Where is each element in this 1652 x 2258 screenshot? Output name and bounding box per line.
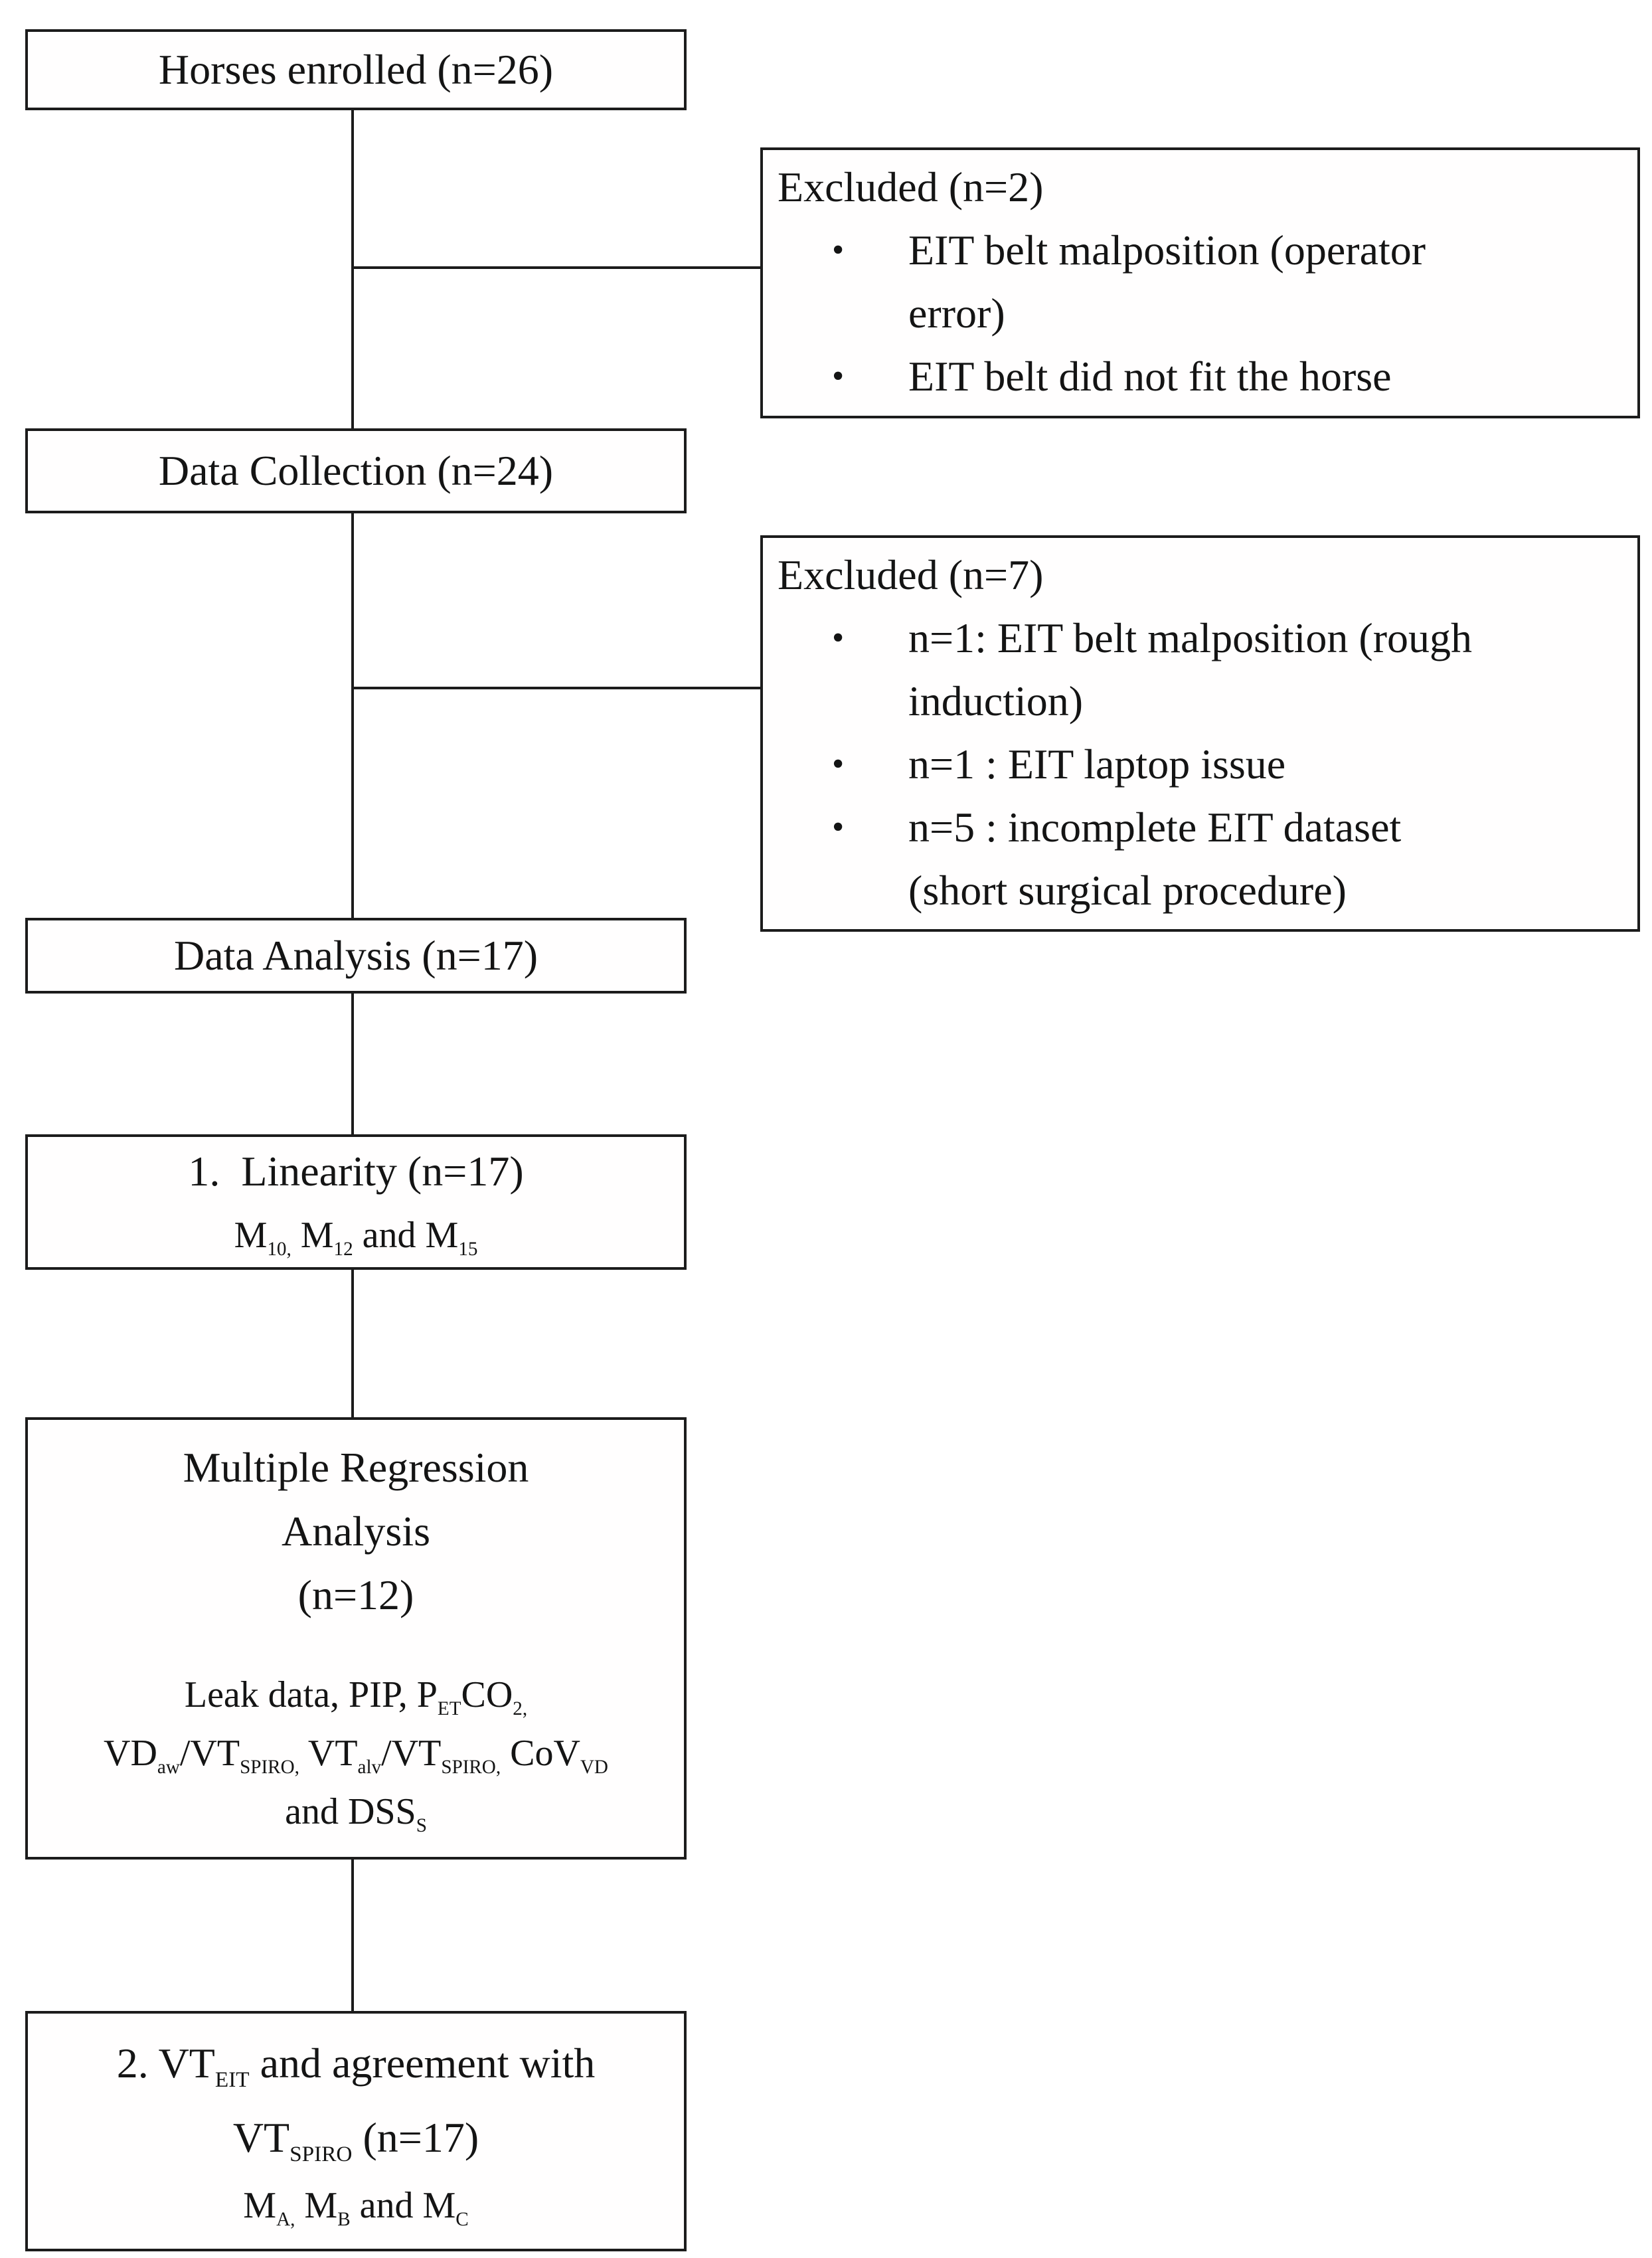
flow-line-linearity-to-regression [351, 1270, 354, 1417]
box-title-line: VTSPIRO (n=17) [232, 2114, 479, 2166]
subscript-text: A, [276, 2209, 295, 2231]
bullet-text: error) [908, 290, 1005, 337]
box-title: Horses enrolled (n=26) [158, 46, 554, 93]
box-title: 1. Linearity (n=17) [188, 1148, 524, 1195]
subscript-text: 12 [333, 1239, 353, 1260]
bullet-text: n=5 : incomplete EIT dataset [908, 804, 1402, 851]
box-data-collection: Data Collection (n=24) [25, 428, 687, 513]
bullet-icon: • [832, 357, 845, 395]
bullet-text: EIT belt malposition (operator [908, 226, 1426, 274]
subscript-text: VD [580, 1757, 608, 1779]
regression-predictors-line: VDaw/VTSPIRO, VTalv/VTSPIRO, CoVVD [104, 1733, 608, 1779]
subscript-text: S [416, 1815, 427, 1837]
bullet-text: n=1 : EIT laptop issue [908, 740, 1286, 788]
flow-line-enrolled-to-collection [351, 110, 354, 428]
subscript-text: SPIRO, [441, 1757, 501, 1779]
box-linearity: 1. Linearity (n=17) M10, M12 and M15 [25, 1134, 687, 1270]
subscript-text: 15 [458, 1239, 478, 1260]
subscript-text: EIT [214, 2067, 250, 2092]
bullet-text: EIT belt did not fit the horse [908, 353, 1392, 400]
bullet-icon: • [832, 808, 845, 846]
subscript-text: alv [357, 1757, 382, 1779]
bullet-text: n=1: EIT belt malposition (rough [908, 614, 1473, 661]
bullet-text: (short surgical procedure) [908, 867, 1347, 914]
subscript-text: aw [157, 1757, 180, 1779]
box-excluded-n2: Excluded (n=2) • EIT belt malposition (o… [760, 147, 1640, 418]
box-multiple-regression: Multiple Regression Analysis (n=12) Leak… [25, 1417, 687, 1860]
list-item: • EIT belt malposition (operator error) [763, 218, 1637, 345]
box-excluded-n7: Excluded (n=7) • n=1: EIT belt malpositi… [760, 535, 1640, 932]
box-title: Data Collection (n=24) [158, 447, 554, 494]
flow-line-regression-to-agreement [351, 1860, 354, 2011]
bullet-icon: • [832, 619, 845, 657]
box-title: Data Analysis (n=17) [174, 932, 538, 979]
list-item: • n=1: EIT belt malposition (rough induc… [763, 606, 1637, 733]
subscript-text: 10, [267, 1239, 291, 1260]
list-item: • n=1 : EIT laptop issue [763, 733, 1637, 796]
list-item: • n=5 : incomplete EIT dataset (short su… [763, 796, 1637, 922]
bullet-text: induction) [908, 677, 1084, 725]
agreement-methods: MA, MB and MC [243, 2185, 469, 2231]
flow-line-branch-excluded-7 [353, 687, 760, 689]
flow-line-collection-to-analysis [351, 513, 354, 918]
box-vt-agreement: 2. VTEIT and agreement with VTSPIRO (n=1… [25, 2011, 687, 2251]
box-horses-enrolled: Horses enrolled (n=26) [25, 29, 687, 110]
list-item: • EIT belt did not fit the horse [763, 345, 1637, 408]
exclusion-header: Excluded (n=2) [778, 163, 1044, 211]
subscript-text: C [455, 2209, 469, 2231]
regression-predictors-line: and DSSS [285, 1791, 427, 1837]
subscript-text: SPIRO, [240, 1757, 299, 1779]
bullet-icon: • [832, 231, 845, 269]
bullet-icon: • [832, 745, 845, 783]
subscript-text: SPIRO [289, 2141, 353, 2166]
flow-line-analysis-to-linearity [351, 994, 354, 1134]
box-title-line: Analysis [282, 1508, 430, 1555]
box-title-line: (n=12) [297, 1571, 414, 1618]
regression-predictors-line: Leak data, PIP, PETCO2, [184, 1674, 528, 1720]
flow-line-branch-excluded-2 [353, 266, 760, 269]
subscript-text: ET [437, 1698, 461, 1720]
box-data-analysis: Data Analysis (n=17) [25, 918, 687, 994]
box-title-line: 2. VTEIT and agreement with [116, 2040, 596, 2092]
exclusion-header: Excluded (n=7) [778, 551, 1044, 598]
subscript-text: B [337, 2209, 351, 2231]
box-title-line: Multiple Regression [183, 1444, 529, 1491]
subscript-text: 2, [513, 1698, 528, 1720]
linearity-methods: M10, M12 and M15 [234, 1215, 478, 1260]
